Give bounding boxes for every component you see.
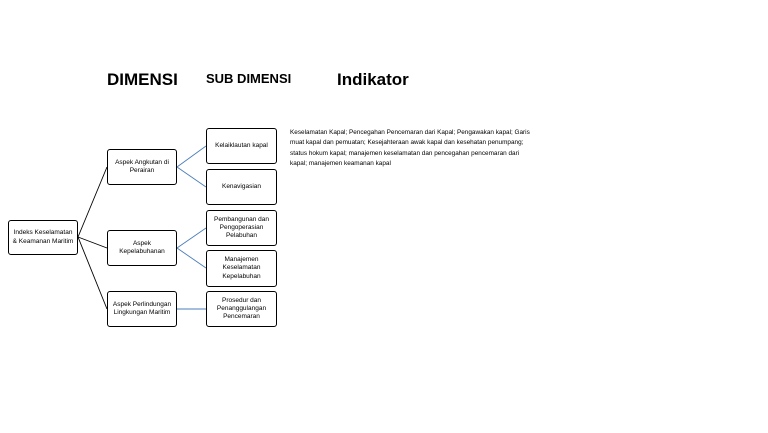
subdimension-node: Kenavigasian [206, 169, 277, 205]
dimension-node: Aspek Perlindungan Lingkungan Maritim [107, 291, 177, 327]
subdimension-node: Pembangunan dan Pengoperasian Pelabuhan [206, 210, 277, 246]
sub-link-2 [176, 166, 207, 188]
sub-link-1 [176, 145, 207, 168]
root-node: Indeks Keselamatan & Keamanan Maritim [8, 220, 78, 255]
root-link-1 [77, 166, 108, 238]
subdimension-node: Kelaiklautan kapal [206, 128, 277, 164]
indicator-text: Keselamatan Kapal; Pencegahan Pencemaran… [290, 129, 530, 167]
subdimension-node: Prosedur dan Penanggulangan Pencemaran [206, 291, 277, 327]
header-dimensi: DIMENSI [107, 70, 178, 89]
sub-link-4 [176, 247, 207, 269]
header-sub-dimensi: SUB DIMENSI [206, 71, 292, 86]
root-link-3 [77, 236, 108, 310]
header-indikator: Indikator [337, 70, 409, 89]
dimension-node: Aspek Kepelabuhanan [107, 230, 177, 266]
subdimension-node: Manajemen Keselamatan Kepelabuhan [206, 250, 277, 287]
dimension-node: Aspek Angkutan di Perairan [107, 149, 177, 185]
root-link-2 [77, 236, 108, 249]
sub-link-3 [176, 227, 207, 249]
